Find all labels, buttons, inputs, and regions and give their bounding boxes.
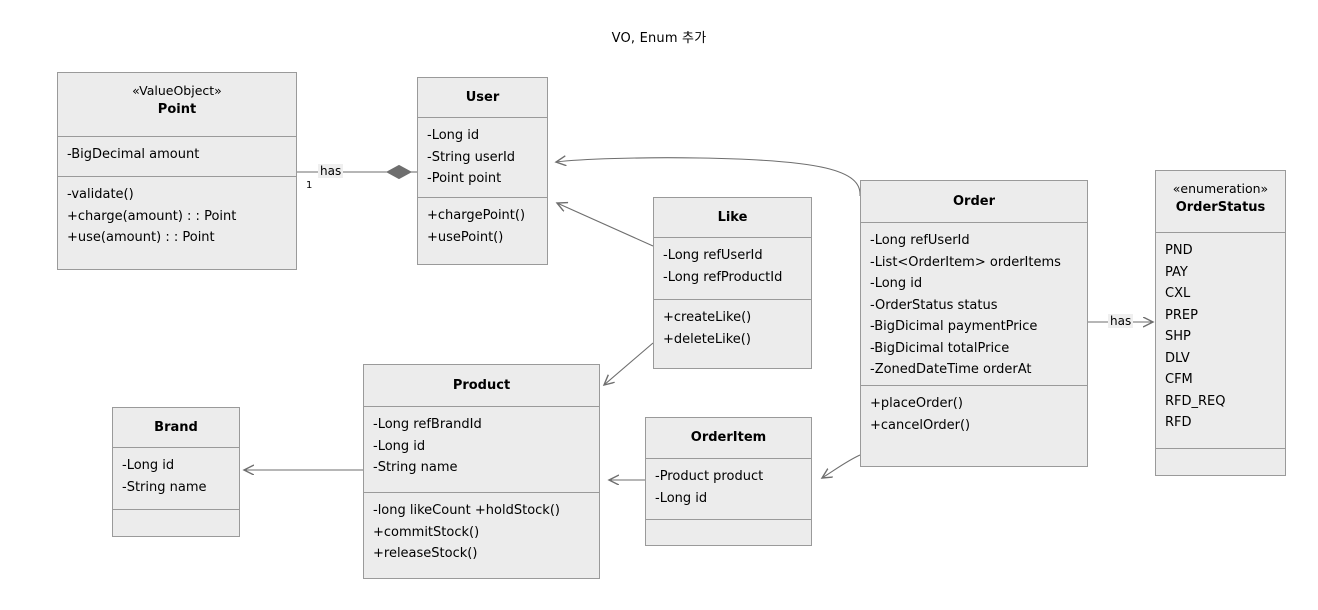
attribute-row: -Long id (427, 128, 480, 143)
class-attributes-orderitem: -Product product -Long id (646, 459, 811, 520)
class-attributes-order: -Long refUserId -List<OrderItem> orderIt… (861, 223, 1087, 386)
class-name-orderitem: OrderItem (690, 430, 767, 445)
class-box-user[interactable]: User -Long id -String userId -Point poin… (417, 77, 548, 265)
class-methods-orderitem (646, 520, 811, 542)
method-row: +chargePoint() (427, 208, 526, 223)
class-methods-orderstatus (1156, 449, 1285, 471)
method-row: +cancelOrder() (870, 417, 971, 433)
attribute-row: -Long refProductId (663, 269, 783, 285)
method-row: +commitStock() (373, 524, 480, 540)
class-methods-brand (113, 510, 239, 532)
class-header-orderstatus: «enumeration» OrderStatus (1156, 171, 1285, 233)
class-header-product: Product (364, 365, 599, 407)
attribute-row: -Point point (427, 171, 502, 186)
class-name-point: Point (157, 102, 197, 117)
enum-value-row: PREP (1165, 307, 1198, 323)
enum-value-row: CXL (1165, 286, 1191, 301)
method-row: +placeOrder() (870, 396, 963, 411)
class-box-product[interactable]: Product -Long refBrandId -Long id -Strin… (363, 364, 600, 579)
attribute-row: -Long id (373, 438, 426, 454)
class-attributes-orderstatus: PND PAY CXL PREP SHP DLV CFM RFD_REQ RFD (1156, 233, 1285, 449)
attribute-row: -Long id (122, 458, 175, 473)
attribute-row: -Long id (870, 276, 923, 291)
class-stereotype-point: «ValueObject» (132, 83, 222, 98)
enum-value-row: PND (1165, 243, 1193, 258)
attribute-row: -List<OrderItem> orderItems (870, 254, 1061, 270)
method-row: +charge(amount) : : Point (67, 208, 237, 224)
class-methods-like: +createLike() +deleteLike() (654, 300, 811, 358)
attribute-row: -String userId (427, 149, 516, 165)
method-row: +usePoint() (427, 229, 504, 245)
attribute-row: -ZonedDateTime orderAt (870, 362, 1032, 377)
class-name-product: Product (452, 378, 511, 393)
class-box-like[interactable]: Like -Long refUserId -Long refProductId … (653, 197, 812, 369)
class-name-like: Like (717, 210, 748, 225)
method-row: +use(amount) : : Point (67, 230, 215, 245)
edge-order-orderitem (822, 454, 861, 478)
class-header-like: Like (654, 198, 811, 238)
attribute-row: -Long id (655, 490, 708, 506)
class-header-order: Order (861, 181, 1087, 223)
class-header-user: User (418, 78, 547, 118)
class-header-point: «ValueObject» Point (58, 73, 296, 137)
class-name-orderstatus: OrderStatus (1175, 200, 1266, 215)
enum-value-row: DLV (1165, 350, 1190, 366)
enum-value-row: PAY (1165, 264, 1188, 280)
enum-value-row: RFD_REQ (1165, 393, 1226, 409)
class-methods-order: +placeOrder() +cancelOrder() (861, 386, 1087, 444)
attribute-row: -BigDicimal paymentPrice (870, 319, 1038, 334)
attribute-row: -Long refBrandId (373, 417, 482, 432)
class-attributes-like: -Long refUserId -Long refProductId (654, 238, 811, 300)
method-row: +releaseStock() (373, 546, 478, 561)
method-row: +createLike() (663, 310, 752, 325)
method-row: -validate() (67, 187, 134, 202)
attribute-row: -Long refUserId (663, 248, 763, 263)
attribute-row: -BigDecimal amount (67, 147, 200, 162)
class-name-user: User (465, 90, 500, 105)
class-box-order[interactable]: Order -Long refUserId -List<OrderItem> o… (860, 180, 1088, 467)
class-attributes-brand: -Long id -String name (113, 448, 239, 510)
attribute-row: -String name (122, 479, 207, 495)
method-row: +deleteLike() (663, 331, 751, 347)
class-box-orderitem[interactable]: OrderItem -Product product -Long id (645, 417, 812, 546)
diagram-title: VO, Enum 추가 (611, 31, 707, 46)
attribute-row: -OrderStatus status (870, 297, 998, 313)
enum-value-row: SHP (1165, 329, 1191, 344)
class-name-brand: Brand (154, 420, 198, 435)
class-methods-product: -long likeCount +holdStock() +commitStoc… (364, 493, 599, 573)
attribute-row: -BigDicimal totalPrice (870, 340, 1010, 356)
edge-label-point-user: has (318, 164, 344, 178)
class-attributes-point: -BigDecimal amount (58, 137, 296, 177)
class-header-brand: Brand (113, 408, 239, 448)
edge-label-order-orderstatus: has (1108, 314, 1134, 328)
edge-multiplicity-point-user: 1 (306, 180, 313, 191)
method-row: -long likeCount +holdStock() (373, 503, 560, 518)
class-methods-point: -validate() +charge(amount) : : Point +u… (58, 177, 296, 257)
attribute-row: -Long refUserId (870, 233, 970, 248)
class-header-orderitem: OrderItem (646, 418, 811, 459)
class-attributes-user: -Long id -String userId -Point point (418, 118, 547, 198)
edge-like-user (557, 203, 654, 247)
edge-order-user (556, 158, 861, 197)
class-stereotype-orderstatus: «enumeration» (1172, 181, 1269, 196)
class-box-orderstatus[interactable]: «enumeration» OrderStatus PND PAY CXL PR… (1155, 170, 1286, 476)
enum-value-row: CFM (1165, 372, 1193, 387)
attribute-row: -String name (373, 460, 458, 475)
class-box-point[interactable]: «ValueObject» Point -BigDecimal amount -… (57, 72, 297, 270)
class-name-order: Order (953, 194, 995, 209)
class-methods-user: +chargePoint() +usePoint() (418, 198, 547, 256)
edge-like-product (604, 342, 654, 385)
edge-point-user (297, 164, 417, 180)
attribute-row: -Product product (655, 469, 764, 484)
class-attributes-product: -Long refBrandId -Long id -String name (364, 407, 599, 493)
class-box-brand[interactable]: Brand -Long id -String name (112, 407, 240, 537)
enum-value-row: RFD (1165, 415, 1192, 430)
